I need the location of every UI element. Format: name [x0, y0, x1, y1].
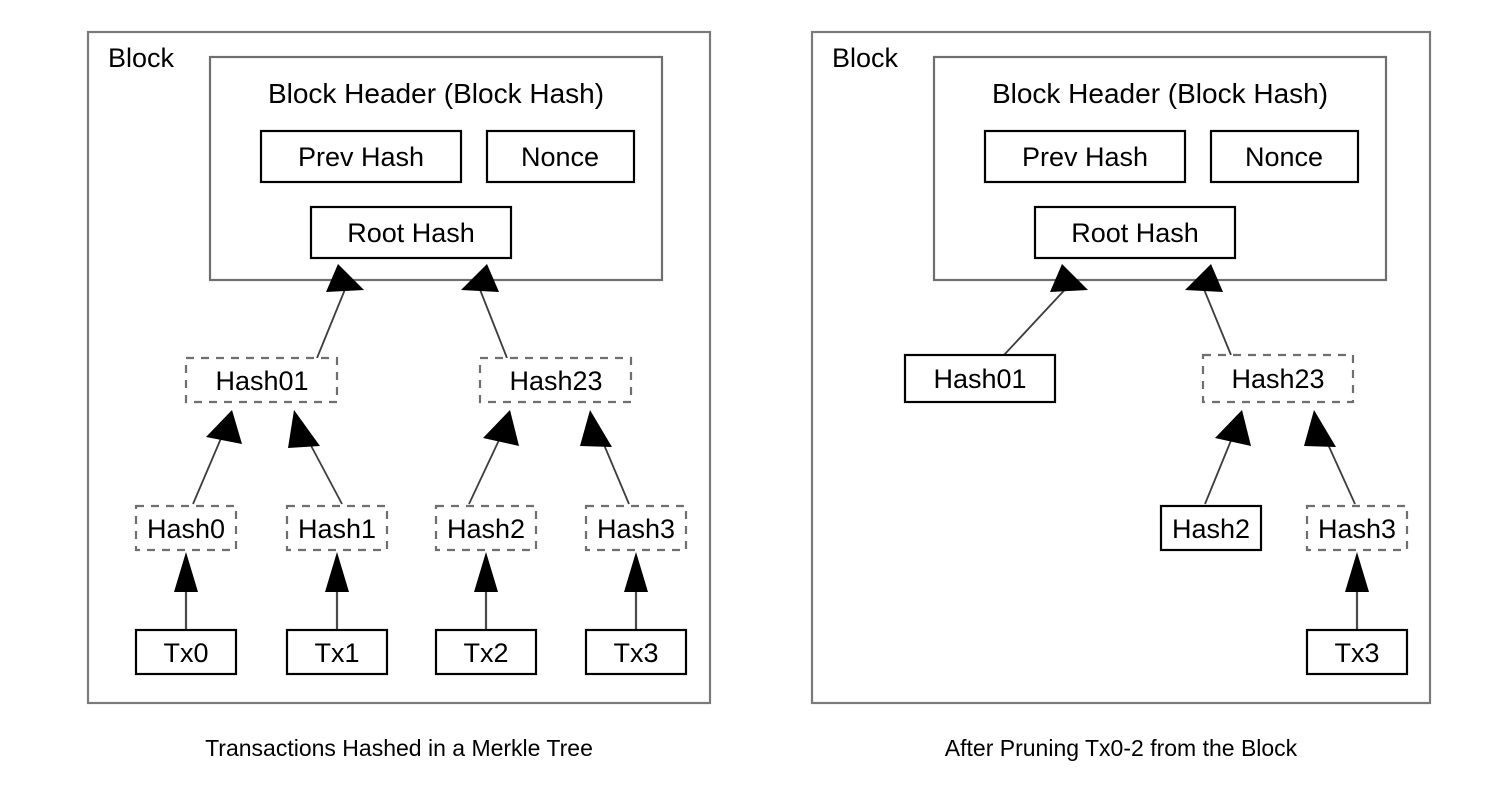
- tx2-box-left: [434, 628, 538, 676]
- arrowhead-hash3-to-hash23-right: [1304, 410, 1336, 447]
- arrowhead-hash2-to-hash23-right: [1215, 410, 1251, 446]
- hash2-label-left: Hash2: [447, 514, 525, 544]
- edge-hash2-to-hash23-left: [468, 437, 501, 505]
- arrowhead-hash1-to-hash01-left: [288, 410, 320, 448]
- tx3-box-right: [1305, 628, 1409, 676]
- root-hash-box-left: [309, 205, 513, 260]
- hash1-label-left: Hash1: [298, 514, 376, 544]
- tx3-label-right: Tx3: [1334, 638, 1379, 668]
- arrowhead-hash01-to-root-left: [326, 264, 364, 292]
- edge-hash23-to-root-left: [476, 281, 508, 359]
- nonce-box-left: [485, 129, 636, 184]
- tx0-label-left: Tx0: [163, 638, 208, 668]
- panel-right: Block Block Header (Block Hash) Prev Has…: [810, 30, 1432, 761]
- edge-hash1-to-hash01-left: [307, 439, 343, 505]
- tx1-box-left: [285, 628, 389, 676]
- arrowhead-tx3-to-hash3-left: [624, 552, 648, 592]
- prev-hash-label-right: Prev Hash: [1022, 142, 1148, 172]
- block-header-title-left: Block Header (Block Hash): [268, 78, 604, 109]
- hash3-label-left: Hash3: [597, 514, 675, 544]
- arrowhead-hash0-to-hash01-left: [206, 410, 242, 444]
- arrowhead-tx3-to-hash3-right: [1345, 552, 1369, 592]
- tx0-box-left: [134, 628, 238, 676]
- block-header-title-right: Block Header (Block Hash): [992, 78, 1328, 109]
- edge-hash01-to-root-left: [316, 281, 349, 359]
- arrowhead-hash2-to-hash23-left: [483, 410, 519, 446]
- edge-hash01-to-root-right: [1003, 281, 1073, 356]
- nonce-label-left: Nonce: [521, 142, 599, 172]
- root-hash-box-right: [1033, 205, 1237, 260]
- hash3-box-right: [1305, 504, 1409, 552]
- edge-hash3-to-hash23-right: [1325, 439, 1356, 505]
- prev-hash-label-left: Prev Hash: [298, 142, 424, 172]
- hash01-label-left: Hash01: [215, 366, 308, 396]
- hash01-box-left: [184, 356, 339, 404]
- tx1-label-left: Tx1: [314, 638, 359, 668]
- hash23-box-left: [478, 356, 633, 404]
- hash01-label-right: Hash01: [933, 364, 1026, 394]
- arrowhead-hash23-to-root-right: [1185, 264, 1223, 292]
- tx2-label-left: Tx2: [463, 638, 508, 668]
- edge-hash23-to-root-right: [1200, 281, 1232, 356]
- block-label-left: Block: [108, 43, 175, 73]
- nonce-box-right: [1209, 129, 1360, 184]
- edge-hash0-to-hash01-left: [192, 435, 223, 505]
- tx3-label-left: Tx3: [613, 638, 658, 668]
- hash01-box-right: [903, 353, 1057, 404]
- hash2-box-right: [1159, 504, 1263, 552]
- caption-right: After Pruning Tx0-2 from the Block: [945, 735, 1298, 761]
- hash2-box-left: [434, 504, 538, 552]
- prev-hash-box-right: [983, 129, 1187, 184]
- nonce-label-right: Nonce: [1245, 142, 1323, 172]
- hash2-label-right: Hash2: [1172, 514, 1250, 544]
- edge-hash2-to-hash23-right: [1204, 437, 1233, 505]
- hash23-label-right: Hash23: [1231, 364, 1324, 394]
- hash3-label-right: Hash3: [1318, 514, 1396, 544]
- root-hash-label-left: Root Hash: [347, 218, 475, 248]
- arrowhead-hash3-to-hash23-left: [580, 410, 612, 447]
- block-label-right: Block: [832, 43, 899, 73]
- arrowhead-tx0-to-hash0-left: [174, 552, 198, 592]
- hash23-box-right: [1201, 353, 1355, 404]
- edge-hash3-to-hash23-left: [601, 439, 630, 505]
- arrowhead-tx1-to-hash1-left: [325, 552, 349, 592]
- hash0-label-left: Hash0: [147, 514, 225, 544]
- tx3-box-left: [584, 628, 688, 676]
- caption-left: Transactions Hashed in a Merkle Tree: [205, 735, 593, 761]
- hash23-label-left: Hash23: [509, 366, 602, 396]
- prev-hash-box-left: [259, 129, 463, 184]
- root-hash-label-right: Root Hash: [1071, 218, 1199, 248]
- hash1-box-left: [285, 504, 389, 552]
- panel-left: Block Block Header (Block Hash) Prev Has…: [86, 30, 712, 761]
- hash3-box-left: [584, 504, 688, 552]
- arrowhead-hash23-to-root-left: [461, 264, 499, 292]
- arrowhead-hash01-to-root-right: [1050, 264, 1088, 292]
- arrowhead-tx2-to-hash2-left: [474, 552, 498, 592]
- hash0-box-left: [134, 504, 238, 552]
